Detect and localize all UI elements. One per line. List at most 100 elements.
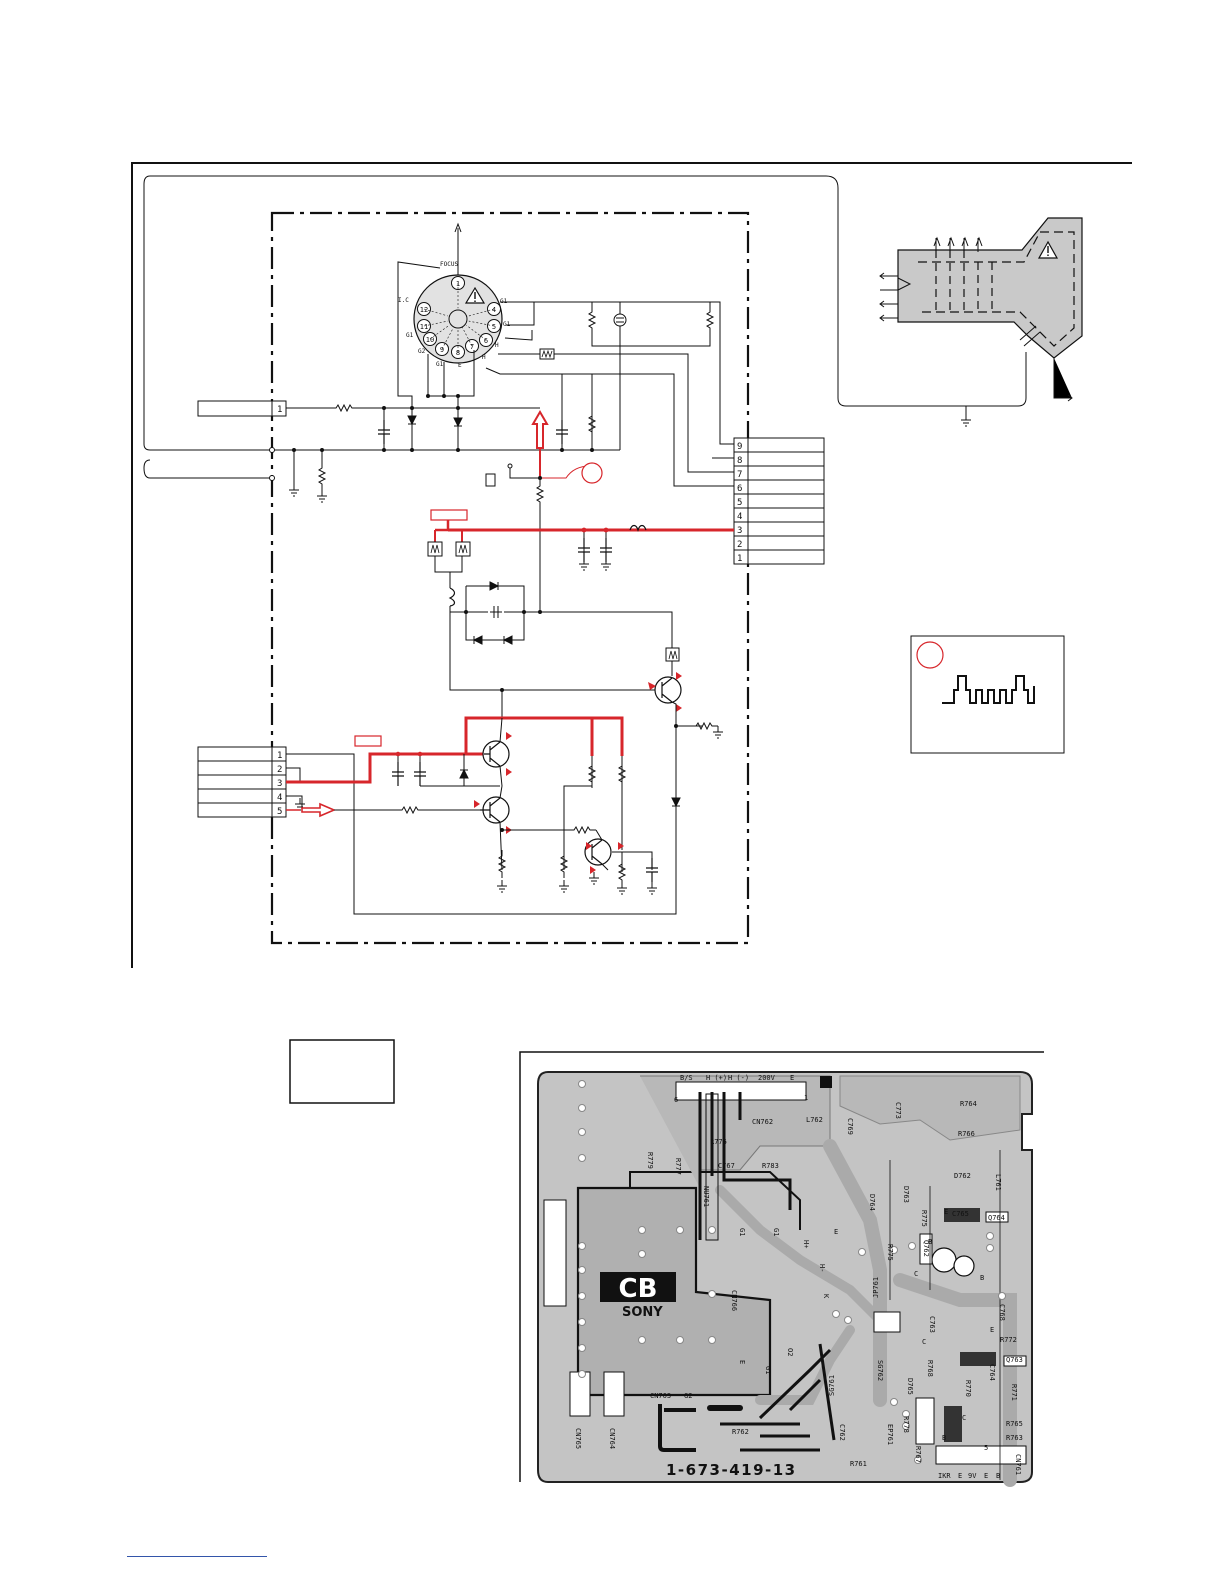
pcb-component-label: C769 — [846, 1118, 854, 1135]
pcb-component-label: B — [980, 1274, 984, 1282]
connector-right-pin: 4 — [737, 512, 742, 522]
crt-pin-label: 11 — [420, 323, 428, 331]
pcb-bottom-connector-label: B — [996, 1472, 1000, 1480]
label-e: E — [458, 362, 462, 369]
connector-bottom-left-pin: 4 — [277, 793, 282, 803]
pcb-component-label: C767 — [718, 1162, 735, 1170]
label-g1-bottom: G1 — [436, 361, 444, 368]
pcb-component-label: R764 — [960, 1100, 977, 1108]
label-h-bottom: H — [482, 354, 486, 361]
pcb-component-label: R775 — [886, 1244, 894, 1261]
pcb-component-label: C768 — [998, 1304, 1006, 1321]
pcb-component-label: E — [944, 1208, 948, 1216]
pcb-top-connector-label: 200V — [758, 1074, 776, 1082]
connector-bottom-left-pin: 3 — [277, 779, 282, 789]
pcb-component-label: Q763 — [1006, 1356, 1023, 1364]
pcb-component-label: R766 — [958, 1130, 975, 1138]
crt-pin-label: 10 — [426, 336, 434, 344]
pcb-component-label: G1 — [764, 1366, 772, 1374]
pcb-component-label: R770 — [964, 1380, 972, 1397]
connector-right-pin: 5 — [737, 498, 742, 508]
crt-pin-label: 8 — [456, 349, 460, 357]
label-g2: G2 — [418, 348, 426, 355]
board-number: 1-673-419-13 — [666, 1461, 797, 1479]
pcb-pin-5: 5 — [984, 1444, 988, 1452]
connector-right-pin: 1 — [737, 554, 742, 564]
pcb-component-label: R765 — [1006, 1420, 1023, 1428]
pcb-component-label: CN761 — [1014, 1454, 1022, 1475]
pcb-component-label: R779 — [646, 1152, 654, 1169]
pcb-component-label: H- — [818, 1264, 826, 1272]
pcb-component-label: B — [928, 1238, 932, 1246]
connector-right-pin: 3 — [737, 526, 742, 536]
pcb-component-label: C765 — [952, 1210, 969, 1218]
pcb-component-label: G2 — [684, 1392, 692, 1400]
pcb-component-label: R783 — [762, 1162, 779, 1170]
pcb-pin-1: 1 — [804, 1094, 808, 1102]
pcb-component-label: H+ — [802, 1240, 810, 1248]
pcb-component-label: R762 — [732, 1428, 749, 1436]
pcb-component-label: O2 — [786, 1348, 794, 1356]
pcb-top-connector-label: E — [790, 1074, 794, 1082]
pcb-component-label: CN763 — [650, 1392, 671, 1400]
pcb-top-connector-label: H (-) — [728, 1074, 749, 1082]
pcb-component-label: G1 — [738, 1228, 746, 1236]
pcb-component-label: JP761 — [872, 1277, 880, 1298]
crt-pin-label: 4 — [492, 306, 496, 314]
connector-bottom-left-pin: 1 — [277, 751, 282, 761]
crt-pin-label: 5 — [492, 323, 496, 331]
crt-pin-label: 9 — [440, 346, 444, 354]
pcb-component-label: R778 — [902, 1416, 910, 1433]
connector-right-pin: 9 — [737, 442, 742, 452]
pcb-component-label: C762 — [838, 1424, 846, 1441]
pcb-component-label: SG761 — [828, 1375, 836, 1396]
label-h-right: H — [495, 342, 499, 349]
crt-pin-label: 7 — [470, 343, 474, 351]
warning-triangle-icon — [1037, 240, 1059, 259]
crt-pin-label: 6 — [484, 337, 488, 345]
crt-socket: 1456789101112 FOCUS G1 G1 I.C G1 G2 H H … — [398, 261, 511, 369]
connector-top-left-pin-1: 1 — [277, 405, 282, 415]
pcb-pin-6: 6 — [674, 1096, 678, 1104]
pcb-component-label: C764 — [988, 1364, 996, 1381]
schematic: 1456789101112 FOCUS G1 G1 I.C G1 G2 H H … — [131, 162, 1132, 968]
pcb-component-label: Q762 — [922, 1240, 930, 1257]
pcb-component-label: C — [922, 1338, 926, 1346]
crt-neck — [879, 217, 1083, 402]
pcb-component-label: D762 — [954, 1172, 971, 1180]
connector-bottom-left-pin: 5 — [277, 807, 282, 817]
pcb-component-label: SG762 — [876, 1360, 884, 1381]
pcb-component-label: L762 — [806, 1116, 823, 1124]
pcb-bottom-connector-label: E — [958, 1472, 962, 1480]
pcb-component-label: R776 — [710, 1138, 727, 1146]
footer-rule — [127, 1556, 267, 1557]
label-g1-left: G1 — [406, 332, 414, 339]
pcb-component-label: B — [942, 1434, 946, 1442]
pcb-component-label: CN766 — [730, 1290, 738, 1311]
pcb-component-label: NU761 — [702, 1186, 710, 1207]
connector-bottom-left-pin: 2 — [277, 765, 282, 775]
pcb-component-label: R775 — [920, 1210, 928, 1227]
pcb-top-connector-label: H (+) — [706, 1074, 727, 1082]
pcb-component-label: R771 — [1010, 1384, 1018, 1401]
cb-sony-logo: CB SONY — [600, 1272, 676, 1320]
pcb-component-label: R761 — [850, 1460, 867, 1468]
brand-badge-text: CB — [619, 1274, 658, 1304]
pcb-component-label: G1 — [772, 1228, 780, 1236]
brand-name-text: SONY — [622, 1305, 663, 1320]
pcb-bottom-connector-label: E — [984, 1472, 988, 1480]
pcb-component-label: EP761 — [886, 1424, 894, 1445]
pcb-component-label: D764 — [868, 1194, 876, 1211]
pcb-component-label: L761 — [994, 1174, 1002, 1191]
label-focus: FOCUS — [440, 261, 458, 268]
pcb-component-label: R767 — [914, 1446, 922, 1463]
pcb-component-label: C773 — [894, 1102, 902, 1119]
pcb-component-label: CN762 — [752, 1118, 773, 1126]
pcb-component-label: C — [914, 1270, 918, 1278]
empty-label-box — [289, 1039, 395, 1104]
waveform-box — [910, 635, 1065, 754]
pcb-component-label: R777 — [674, 1158, 682, 1175]
pcb-component-label: E — [834, 1228, 838, 1236]
pcb-component-label: R768 — [926, 1360, 934, 1377]
